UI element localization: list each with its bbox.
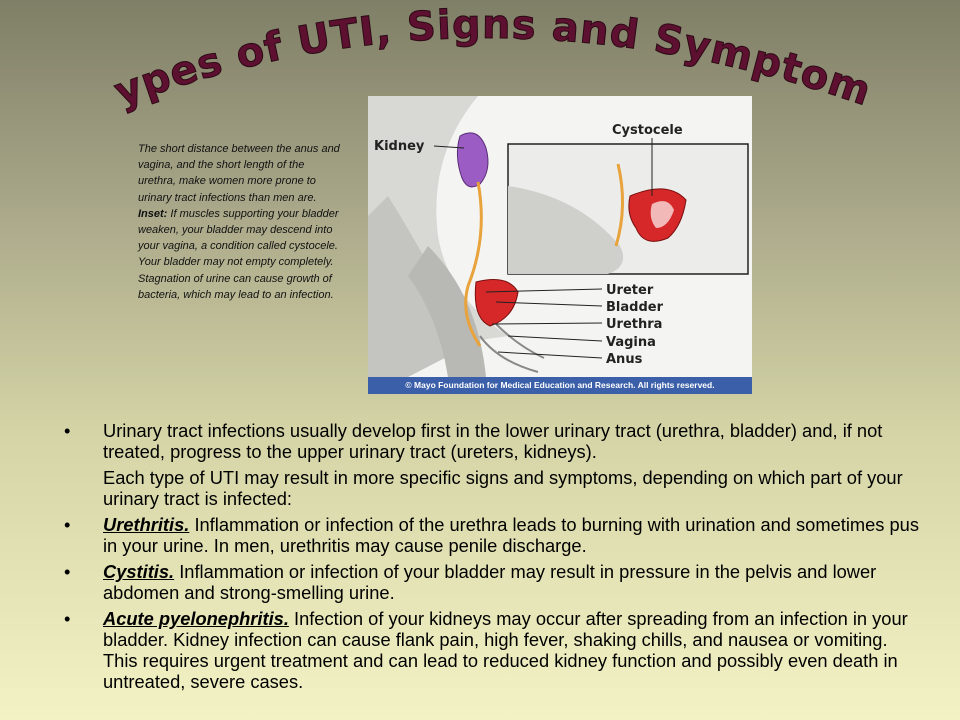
label-bladder: Bladder [606,300,664,315]
term-urethritis: Urethritis. [103,514,190,535]
anatomy-figure: Kidney Cystocele Ureter Bladder Urethra … [368,96,752,394]
ureter-line [464,181,483,347]
pyelonephritis-text: Infection of your kidneys may occur afte… [103,608,908,692]
inset-ureter-line [614,163,624,247]
anus-line [479,335,539,373]
caption-text-1: The short distance between the anus and … [138,143,340,204]
label-ureter: Ureter [606,283,654,298]
bullet-intro-continued: Each type of UTI may result in more spec… [103,467,903,509]
bullet-intro: • Urinary tract infections usually devel… [60,420,920,462]
label-kidney: Kidney [374,139,425,154]
bullet-urethritis: • Urethritis. Inflammation or infection … [60,514,920,556]
spine-shape [408,246,486,377]
label-cystocele: Cystocele [612,123,683,138]
label-anus: Anus [606,352,643,367]
caption-inset-label: Inset: [138,207,168,220]
bullet-intro-text: Urinary tract infections usually develop… [103,420,883,462]
urethra-leader [491,322,603,325]
bladder-leader [495,301,603,307]
cystitis-text: Inflammation or infection of your bladde… [103,561,877,603]
slide-title: Types of UTI, Signs and Symptoms [0,0,877,116]
anatomy-illustration: Kidney Cystocele Ureter Bladder Urethra … [368,96,749,377]
bullet-dot: • [64,608,71,629]
kidney-shape [456,132,489,188]
kidney-leader [433,145,465,149]
figure-copyright: © Mayo Foundation for Medical Education … [368,377,752,394]
urethritis-text: Inflammation or infection of the urethra… [103,514,919,556]
label-urethra: Urethra [606,317,662,332]
vagina-line [495,323,545,359]
term-cystitis: Cystitis. [103,561,175,582]
label-vagina: Vagina [606,335,656,350]
anus-leader [497,351,603,359]
bullet-dot: • [64,420,71,441]
bullet-dot: • [64,561,71,582]
cystocele-inner-shape [650,201,674,228]
bullet-list: • Urinary tract infections usually devel… [60,420,920,697]
term-acute-pyelonephritis: Acute pyelonephritis. [103,608,289,629]
bullet-dot: • [64,514,71,535]
bullet-pyelonephritis: • Acute pyelonephritis. Infection of you… [60,608,920,692]
inset-body-shape [508,186,624,274]
figure-caption: The short distance between the anus and … [138,141,344,303]
ureter-leader [485,288,603,293]
vagina-leader [507,335,603,342]
bullet-cystitis: • Cystitis. Inflammation or infection of… [60,561,920,603]
caption-text-2: If muscles supporting your bladder weake… [138,207,339,301]
